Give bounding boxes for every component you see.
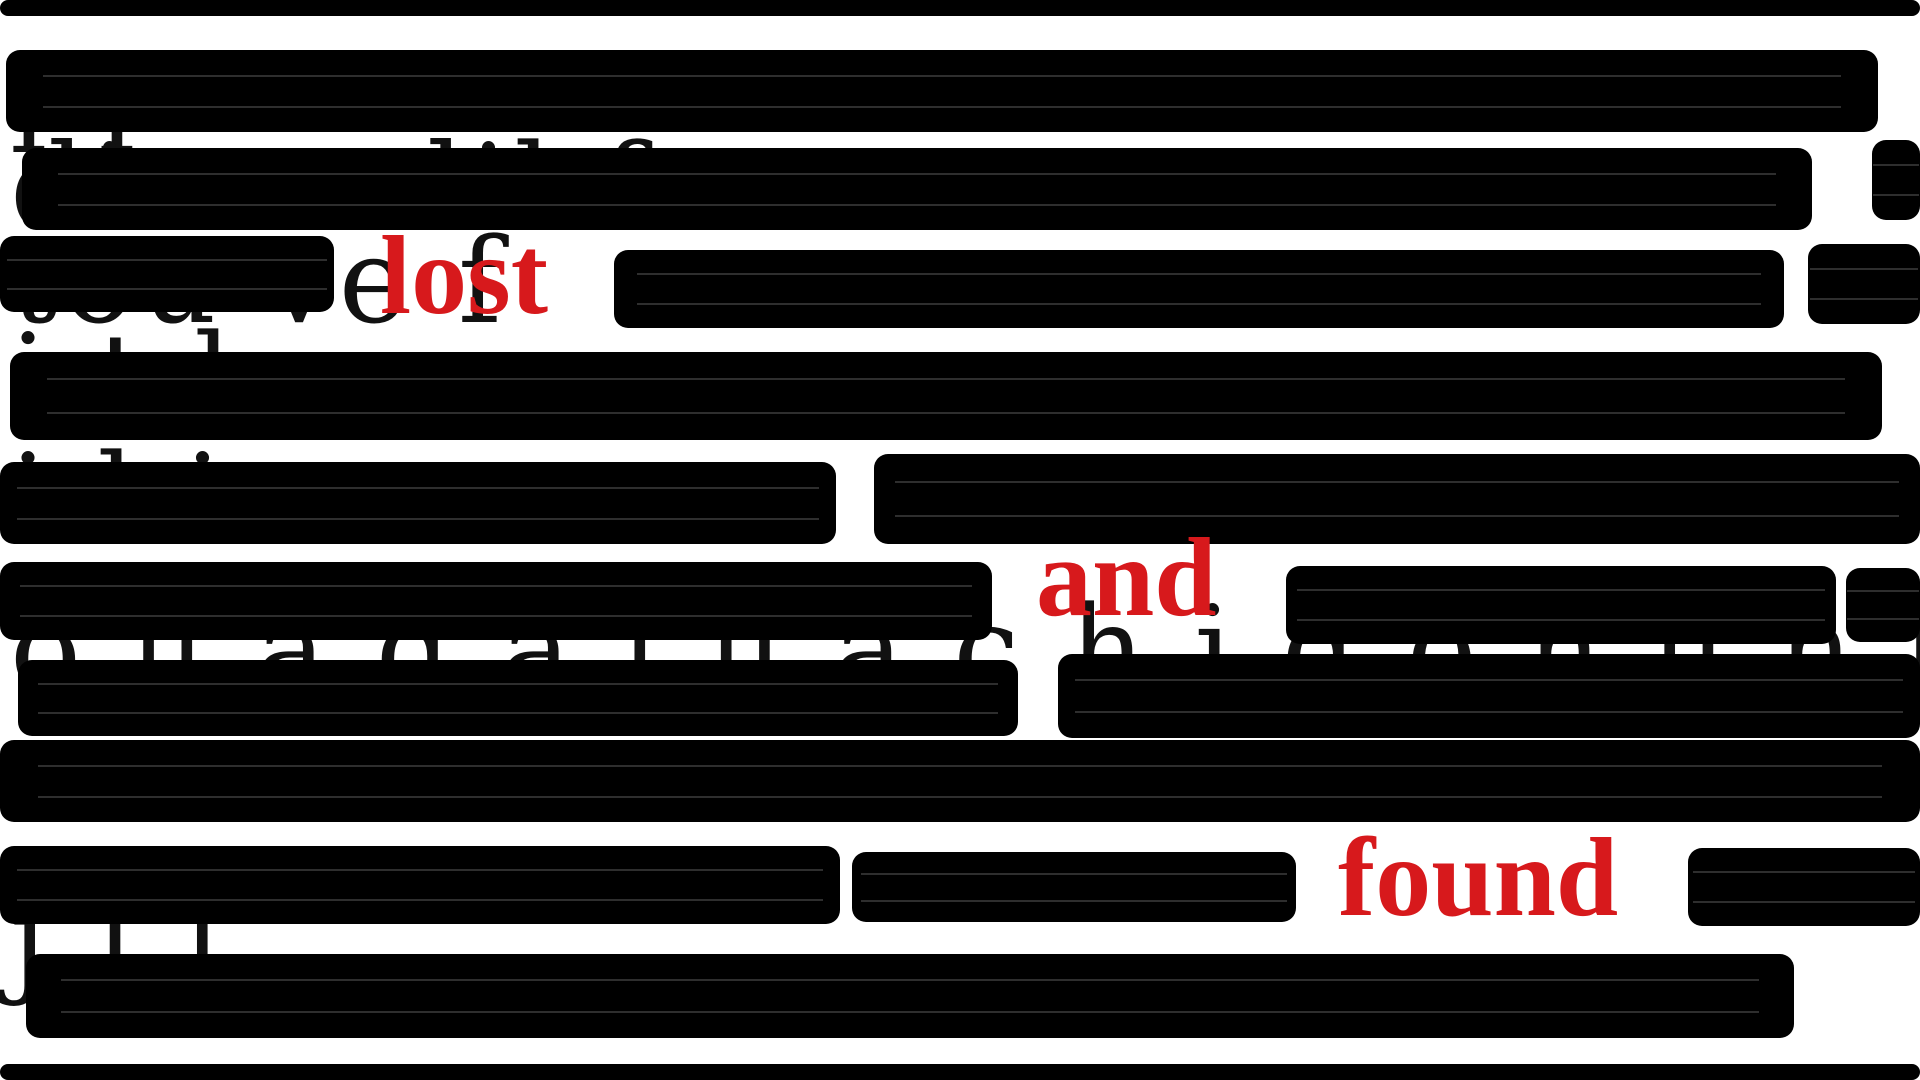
redaction-bar xyxy=(22,148,1812,230)
redaction-bar xyxy=(614,250,1784,328)
redaction-bar xyxy=(1808,244,1920,324)
redaction-bar xyxy=(18,660,1018,736)
redaction-bar xyxy=(10,352,1882,440)
redaction-bar xyxy=(0,462,836,544)
redaction-bar xyxy=(0,740,1920,822)
redaction-bar xyxy=(6,50,1878,132)
redaction-bar xyxy=(0,846,840,924)
redaction-bar xyxy=(1688,848,1920,926)
redaction-bar xyxy=(852,852,1296,922)
revealed-word-found: found xyxy=(1338,816,1619,940)
redaction-stroke xyxy=(0,1064,1920,1080)
redaction-bar xyxy=(1872,140,1920,220)
redaction-bar xyxy=(0,562,992,640)
revealed-word-and: and xyxy=(1036,516,1217,640)
redaction-bar xyxy=(1286,566,1836,644)
redaction-bar xyxy=(1058,654,1920,738)
revealed-word-lost: lost xyxy=(380,214,548,338)
redaction-bar xyxy=(0,236,334,312)
redaction-bar xyxy=(26,954,1794,1038)
redaction-bar xyxy=(874,454,1920,544)
redaction-stroke xyxy=(0,0,1920,16)
redaction-bar xyxy=(1846,568,1920,642)
